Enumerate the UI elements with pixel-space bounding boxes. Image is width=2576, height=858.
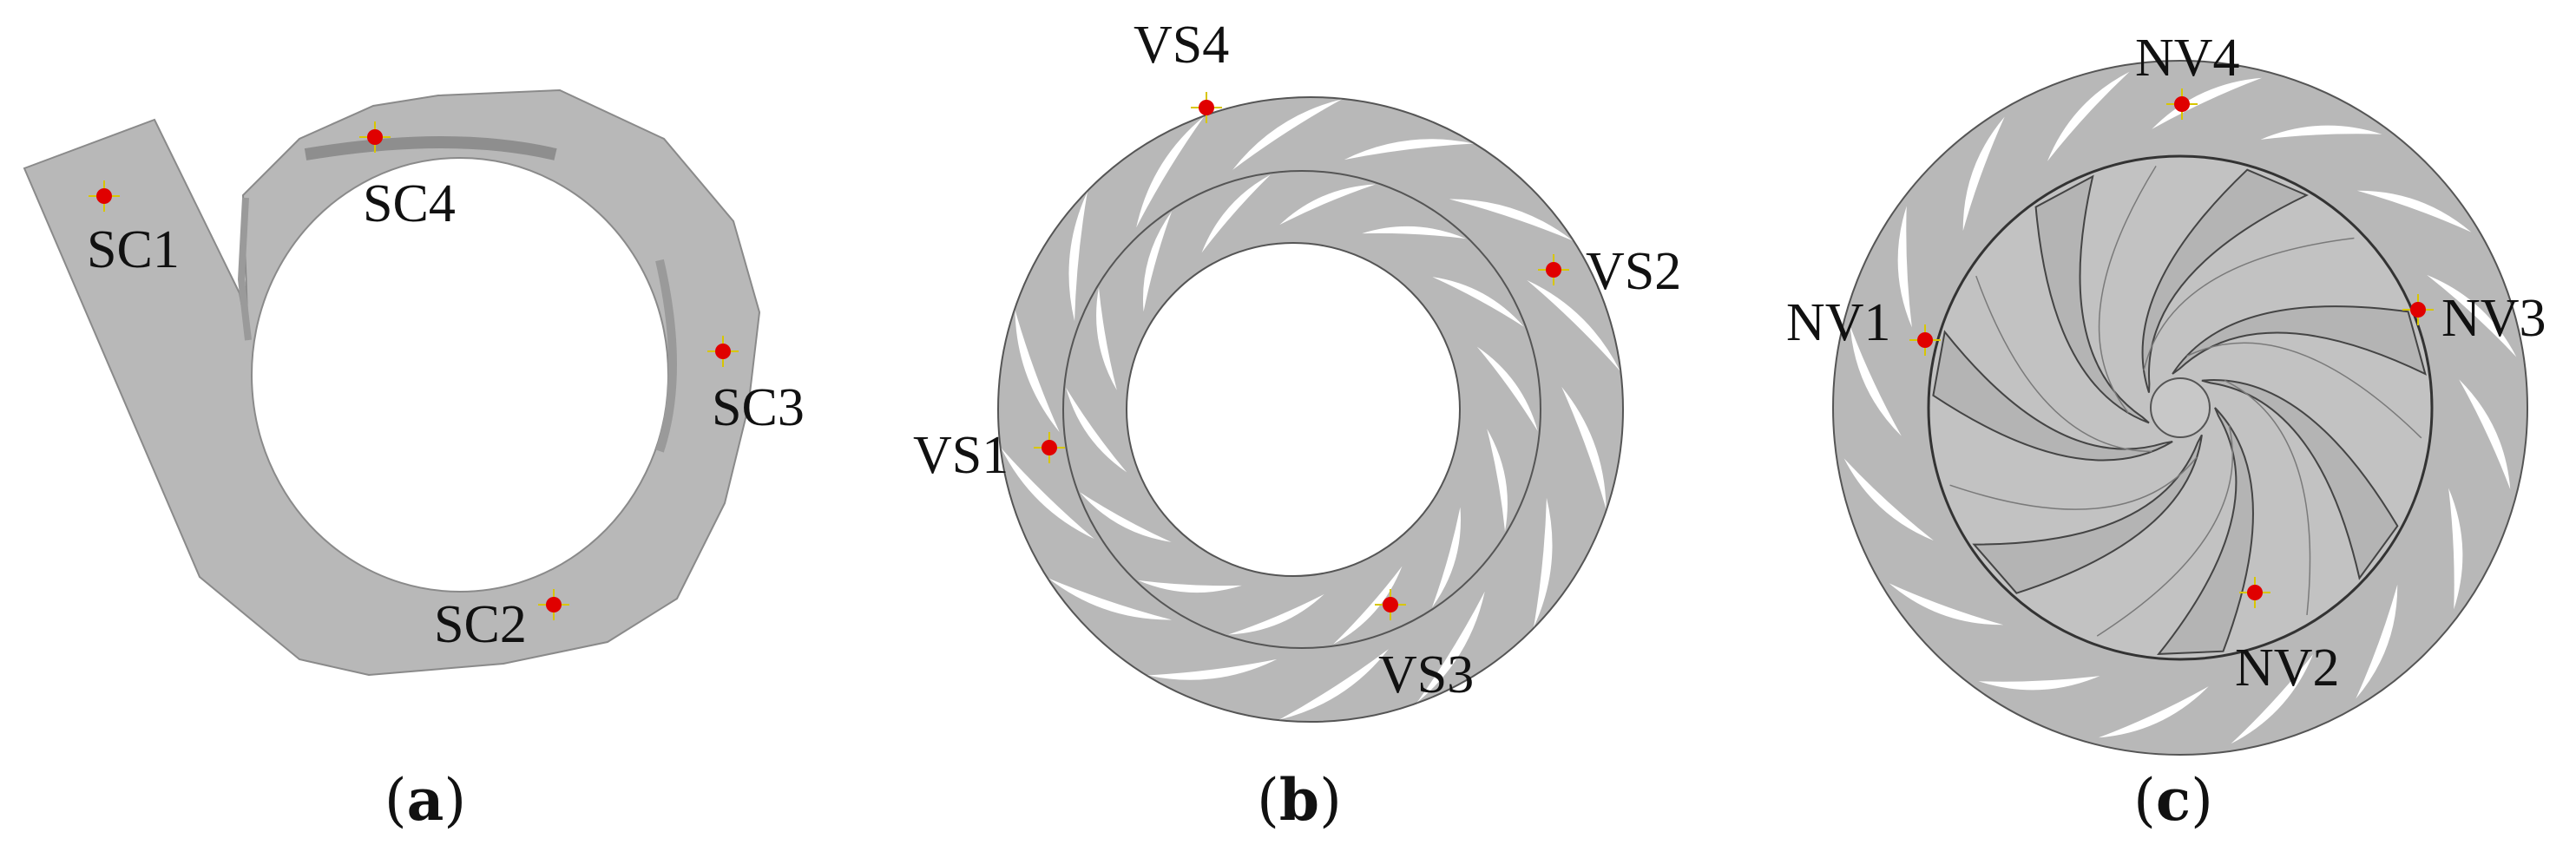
outer-vane (1344, 139, 1474, 160)
monitor-point-vs3 (1375, 589, 1406, 620)
label-vs4: VS4 (1134, 16, 1229, 75)
volute-body (23, 88, 761, 677)
volute-inner-wall (655, 259, 677, 453)
outer-vane (1534, 497, 1553, 628)
inner-vane (1362, 226, 1467, 239)
point-marker (1383, 597, 1398, 612)
impeller-blade (1932, 330, 2173, 462)
inner-vane (1143, 211, 1173, 312)
blade-shroud-line (1975, 275, 2152, 453)
point-marker (367, 129, 383, 145)
impeller-hub (2150, 377, 2211, 438)
label-vs1: VS1 (913, 426, 1009, 485)
blade-shroud-line (2143, 237, 2355, 371)
panel-a (23, 88, 761, 677)
panel-c (1832, 60, 2528, 756)
monitor-point-vs2 (1538, 254, 1569, 285)
label-vs2: VS2 (1586, 242, 1681, 301)
blade-shroud-line (2096, 425, 2233, 637)
monitor-point-nv3 (2402, 294, 2434, 325)
point-labels: SC1 SC2 SC3 SC4 VS1 VS2 VS3 VS4 NV1 NV2 … (87, 16, 2546, 704)
caption-a: (a) (384, 766, 466, 834)
monitor-point-nv2 (2239, 577, 2270, 608)
inner-vane (1137, 580, 1242, 593)
inner-vane (1431, 507, 1461, 608)
blade-shroud-line (1949, 456, 2198, 510)
label-vs3: VS3 (1378, 645, 1474, 704)
impeller-blade (2034, 174, 2150, 424)
impeller-blade (1972, 434, 2203, 594)
impeller-blade (2172, 305, 2427, 376)
volute-inner-rim (304, 136, 557, 160)
diffuser-bore (1126, 242, 1461, 577)
monitor-point-sc2 (538, 589, 569, 620)
impeller-blade (2141, 168, 2310, 393)
point-marker (2174, 96, 2190, 112)
blade-shroud-line (2098, 166, 2157, 414)
monitor-point-sc1 (89, 180, 120, 212)
stator-vane (2260, 125, 2382, 140)
caption-b: (b) (1257, 766, 1342, 834)
impeller-blade (2201, 379, 2399, 580)
inner-vane (1096, 287, 1117, 390)
point-marker (715, 344, 731, 359)
outer-vane (1147, 658, 1278, 680)
label-sc2: SC2 (434, 595, 527, 654)
label-sc3: SC3 (712, 378, 805, 437)
monitor-point-nv1 (1909, 324, 1941, 356)
monitor-point-sc3 (707, 336, 739, 367)
point-marker (1546, 262, 1561, 278)
stator-vane (2448, 488, 2463, 610)
monitor-point-sc4 (359, 121, 391, 153)
stator-vane (1978, 676, 2100, 691)
point-marker (96, 188, 112, 204)
point-marker (2410, 302, 2426, 318)
label-sc4: SC4 (363, 174, 456, 233)
monitor-point-vs4 (1191, 92, 1222, 123)
point-marker (1042, 440, 1057, 455)
monitor-point-vs1 (1034, 432, 1065, 463)
stator-vane (1897, 206, 1912, 328)
outer-vane (1068, 191, 1088, 322)
point-marker (546, 597, 562, 612)
panel-b (997, 96, 1624, 723)
inner-vane (1487, 429, 1508, 532)
monitor-point-nv4 (2166, 88, 2198, 120)
impeller-blades (1932, 166, 2427, 655)
volute-tongue (237, 197, 252, 341)
caption-c: (c) (2133, 766, 2213, 834)
point-marker (1199, 100, 1214, 115)
monitor-points (89, 88, 2434, 620)
blade-shroud-line (2224, 380, 2311, 615)
label-nv4: NV4 (2135, 29, 2240, 88)
label-nv3: NV3 (2441, 289, 2546, 348)
impeller-blade (2157, 407, 2254, 655)
label-nv2: NV2 (2235, 639, 2340, 698)
label-sc1: SC1 (87, 220, 180, 279)
label-nv1: NV1 (1786, 293, 1891, 352)
blade-shroud-line (2186, 342, 2422, 439)
point-marker (2247, 585, 2263, 600)
point-marker (1917, 332, 1933, 348)
